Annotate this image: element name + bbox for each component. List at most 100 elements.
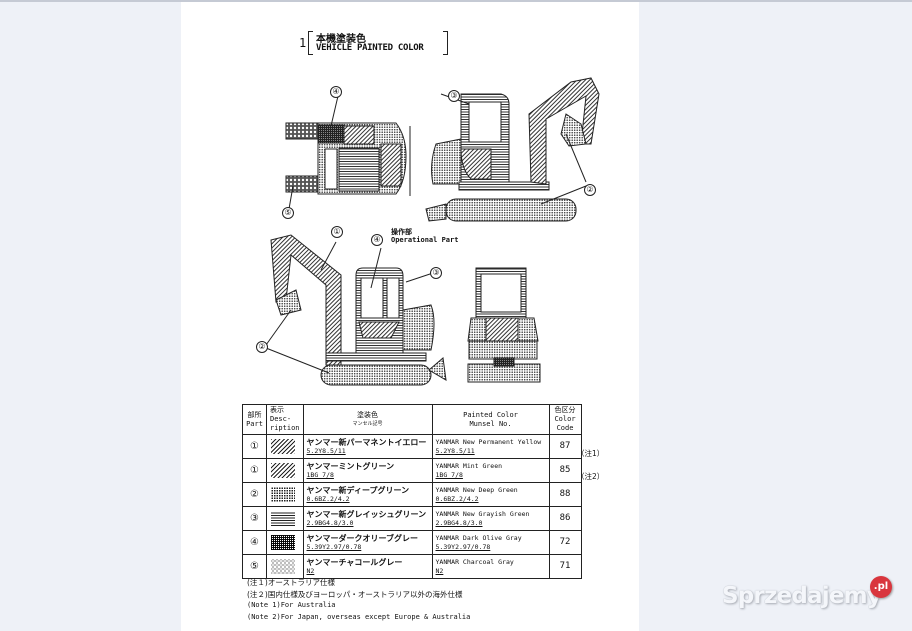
munsell-jp: 5.2Y8.5/11 [306,446,346,455]
header-part-en: Part [246,419,263,428]
callout-5-top: ⑤ [282,207,294,219]
bracket-left [308,31,313,55]
name-jp: ヤンマー新ディープグリーン [306,485,410,495]
title-japanese: 本機塗装色 [316,34,366,45]
operational-part-jp: 操作部 [391,228,412,236]
name-en: YANMAR Dark Olive Gray [435,533,522,542]
row-pattern [266,458,304,483]
row-pattern [266,506,304,531]
row-part: ③ [242,506,267,531]
watermark-logo: Sprzedajemy [722,583,882,609]
note-2-en: (Note 2)For Japan, overseas except Europ… [247,612,471,621]
operational-part-label: 操作部 Operational Part [391,228,458,244]
row-part: ① [242,458,267,483]
munsell-en: 5.39Y2.97/0.78 [435,542,491,551]
name-jp: ヤンマー新グレイッシュグリーン [306,509,427,519]
callout-4-top: ④ [330,86,342,98]
row-code: 71 [548,554,582,579]
header-paint-jp: 塗装色マンセル記号 [302,404,433,435]
munsell-jp: 5.39Y2.97/0.78 [306,542,362,551]
name-jp: ヤンマー新パーマネントイエロー [306,437,427,447]
callout-1-left: ① [331,226,343,238]
bracket-right [443,31,448,55]
diagonal-hatch-swatch [271,439,295,454]
munsell-jp: N2 [306,566,315,575]
munsell-jp: 0.6BZ.2/4.2 [306,494,350,503]
name-en: YANMAR Mint Green [435,461,503,470]
row-pattern [266,530,304,555]
row-part: ④ [242,530,267,555]
callout-3-left: ③ [430,267,442,279]
dense-grid-swatch [271,535,295,550]
note-1-en: (Note 1)For Australia [247,601,336,609]
name-jp: ヤンマーチャコールグレー [306,557,403,567]
munsell-en: 2.9BG4.8/3.0 [435,518,483,527]
operational-part-en: Operational Part [391,236,459,244]
munsell-jp: 2.9BG4.8/3.0 [306,518,354,527]
name-en: YANMAR Charcoal Gray [435,557,514,566]
header-code-jp: 色区分 [554,406,576,414]
row-code: 72 [548,530,582,555]
header-paint-sub: マンセル記号 [352,420,383,427]
name-en: YANMAR New Permanent Yellow [435,437,542,446]
name-jp: ヤンマーミントグリーン [306,461,395,471]
note-2-jp: (注２)国内仕様及びヨーロッパ・オーストラリア以外の海外仕様 [247,589,463,599]
title-english: VEHICLE PAINTED COLOR [316,43,424,53]
munsell-en: 0.6BZ.2/4.2 [435,494,479,503]
side-view-left-diagram [265,234,447,386]
callout-2-right: ② [584,184,596,196]
munsell-en: 1BG 7/8 [435,470,463,479]
dot-pattern-swatch [271,487,295,502]
top-view-diagram [285,95,411,210]
row-pattern [266,482,304,507]
top-border [0,0,912,2]
row-code: 88 [548,482,582,507]
munsell-en: N2 [435,566,444,575]
row-note-2: （注2） [577,472,605,481]
checker-pattern-swatch [271,559,295,574]
callout-3-right: ③ [448,90,460,102]
callout-4-left: ④ [371,234,383,246]
diagonal-hatch-swatch [271,463,295,478]
header-munsell: Munsel No. [469,419,512,428]
header-part-jp: 部所 [247,410,262,419]
row-pattern [266,554,304,579]
row-pattern [266,434,304,459]
name-jp: ヤンマーダークオリーブグレー [306,533,419,543]
row-part: ⑤ [242,554,267,579]
header-desc-en: Desc- ription [270,415,300,432]
rear-view-diagram [467,267,541,383]
side-view-right-diagram [425,77,600,222]
row-part: ① [242,434,267,459]
section-number: 1 [299,36,307,50]
row-code: 87 [548,434,582,459]
name-en: YANMAR New Deep Green [435,485,518,494]
header-paint-jp-title: 塗装色 [357,410,379,419]
row-part: ② [242,482,267,507]
callout-2-left: ② [256,341,268,353]
munsell-jp: 1BG 7/8 [306,470,334,479]
header-desc-jp: 表示 [270,406,284,414]
footnotes: (注１)オーストラリア仕様 (注２)国内仕様及びヨーロッパ・オーストラリア以外の… [247,577,470,623]
header-paint-en-title: Painted Color [463,410,518,419]
note-1-jp: (注１)オーストラリア仕様 [247,578,335,587]
